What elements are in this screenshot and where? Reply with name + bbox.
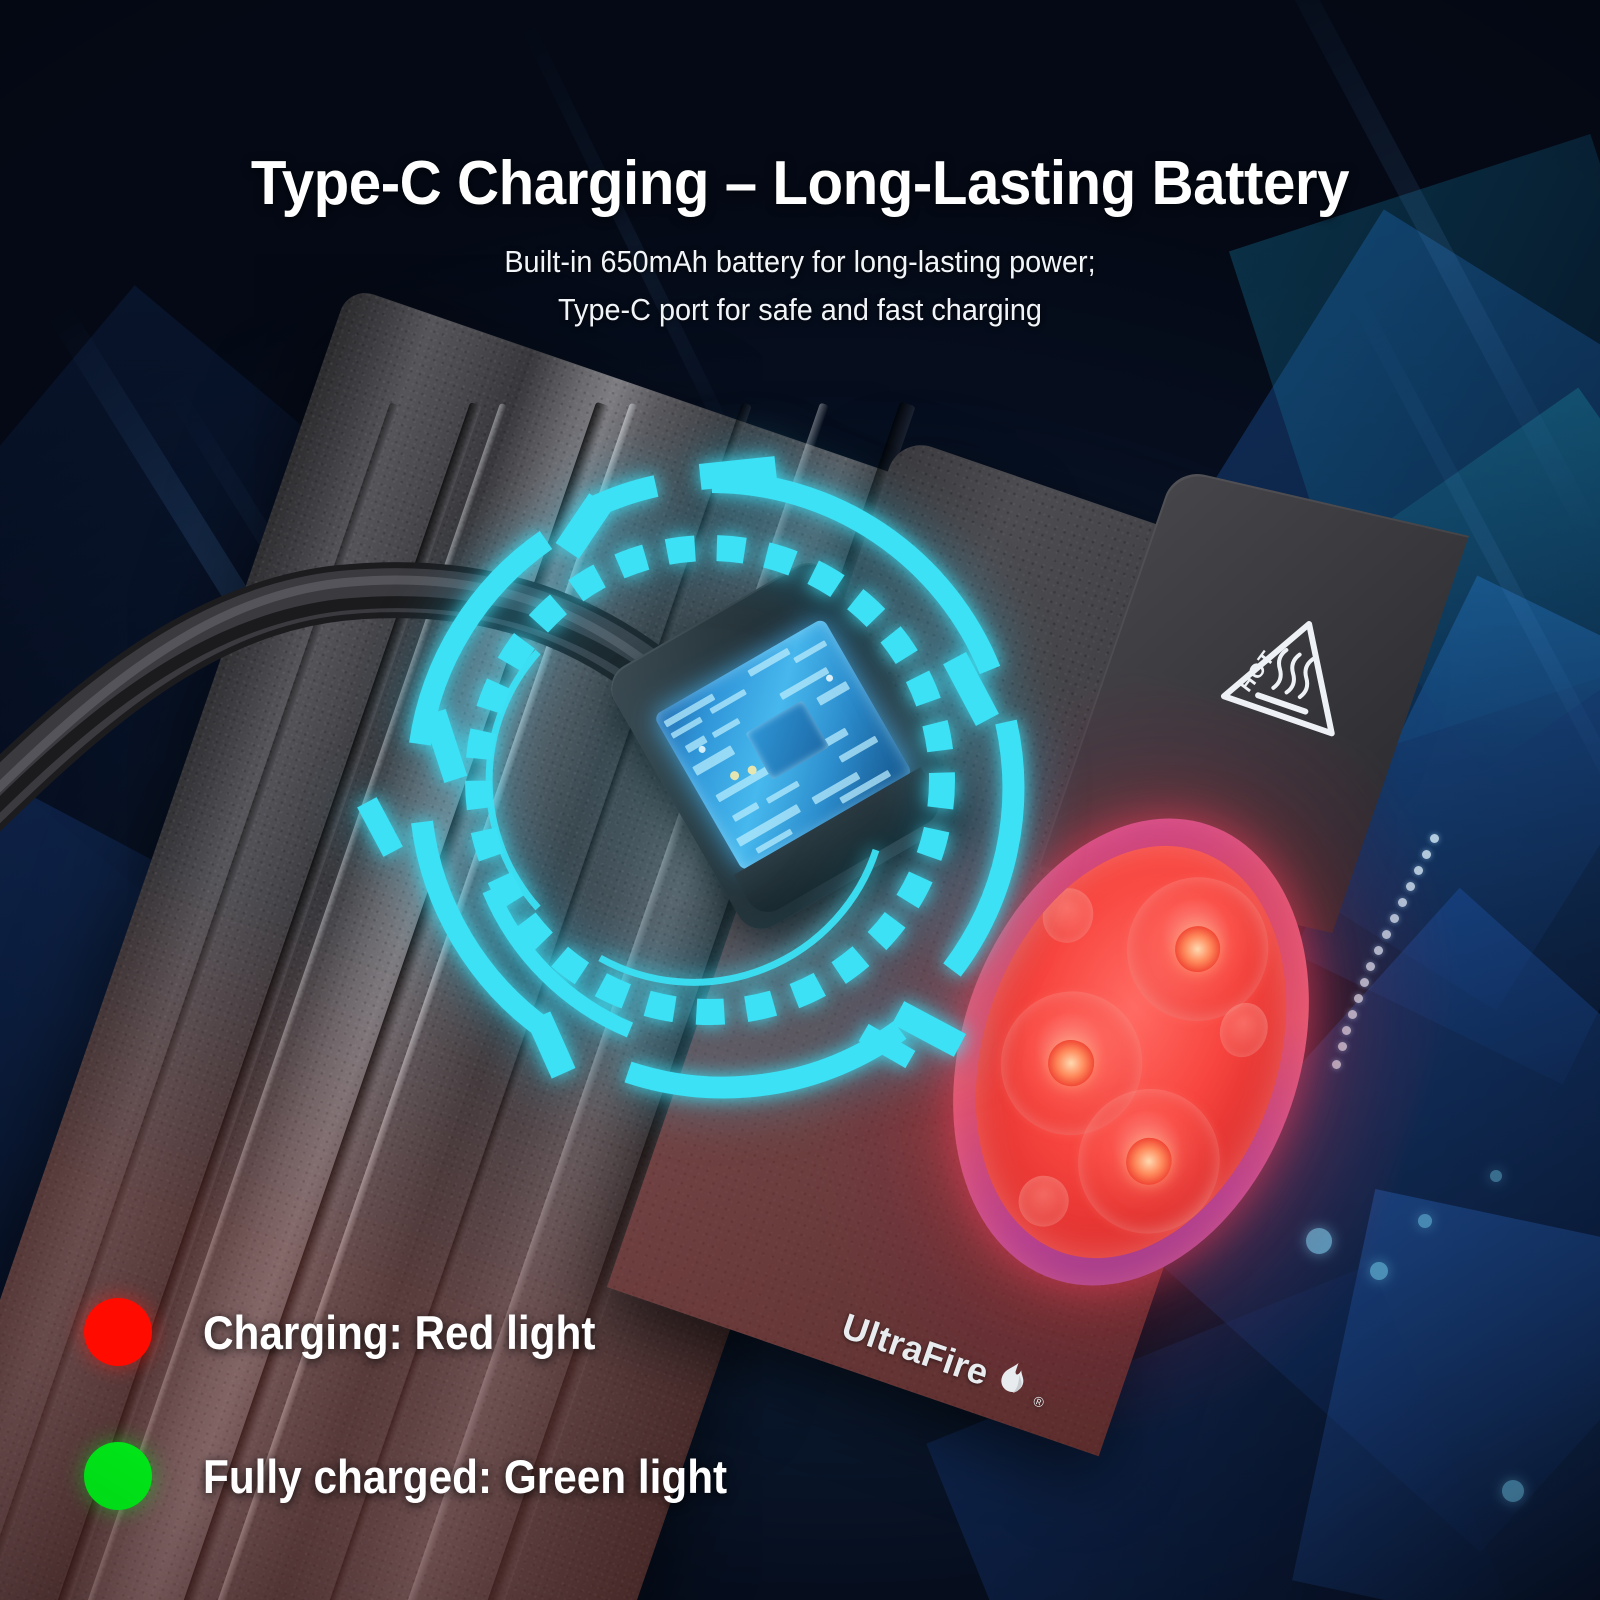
page-subtitle: Built-in 650mAh battery for long-lasting… (56, 238, 1544, 334)
subtitle-line-1: Built-in 650mAh battery for long-lasting… (504, 244, 1096, 279)
legend-label-fully-charged: Fully charged: Green light (203, 1449, 728, 1503)
legend-label-charging: Charging: Red light (203, 1305, 596, 1359)
pcb-chip (744, 700, 830, 781)
red-status-dot (84, 1298, 152, 1366)
hot-surface-warning: HOT (1201, 595, 1382, 782)
hot-surface-warning-icon (1211, 595, 1382, 754)
legend-item-charging: Charging: Red light (84, 1282, 785, 1382)
flame-icon (987, 1354, 1037, 1407)
green-status-dot (84, 1442, 152, 1510)
legend-item-fully-charged: Fully charged: Green light (84, 1426, 785, 1526)
subtitle-line-2: Type-C port for safe and fast charging (558, 292, 1042, 327)
page-title: Type-C Charging – Long-Lasting Battery (250, 149, 1350, 218)
led-emitter-module (740, 617, 1522, 1487)
led-nub (1011, 1169, 1076, 1234)
charging-status-legend: Charging: Red light Fully charged: Green… (84, 1282, 785, 1526)
brand-logo: UltraFire ® (837, 1302, 1055, 1415)
